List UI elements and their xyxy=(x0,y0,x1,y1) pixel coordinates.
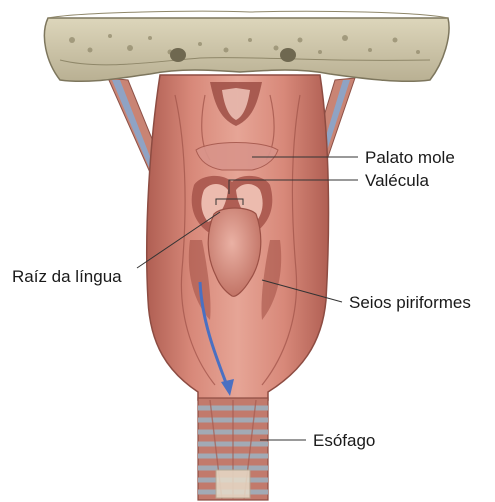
label-soft-palate: Palato mole xyxy=(365,148,455,167)
label-esophagus: Esófago xyxy=(313,431,375,450)
esophagus xyxy=(198,398,268,500)
skull-base xyxy=(44,11,449,81)
label-piriform-sinuses: Seios piriformes xyxy=(349,293,471,312)
label-vallecula: Valécula xyxy=(365,171,429,190)
label-tongue-root: Raíz da língua xyxy=(12,267,122,286)
